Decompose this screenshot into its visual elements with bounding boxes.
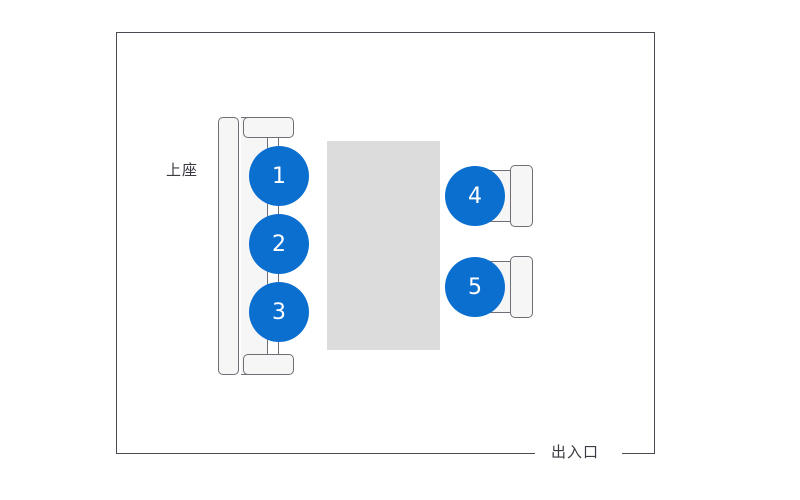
seat-badge-2[interactable]: 2 <box>249 214 309 274</box>
sofa-armrest-bottom <box>243 354 294 375</box>
chair-5-backrest <box>510 256 533 318</box>
room-wall-bottom-left <box>116 453 535 454</box>
room-wall-bottom-right <box>622 453 655 454</box>
room-wall-left <box>116 32 117 454</box>
kamiza-label: 上座 <box>166 161 199 179</box>
room-wall-top <box>116 32 655 33</box>
entrance-label: 出入口 <box>551 443 600 461</box>
room-wall-right <box>654 32 655 454</box>
seat-badge-4[interactable]: 4 <box>445 166 505 226</box>
seat-badge-3[interactable]: 3 <box>249 282 309 342</box>
seat-badge-5[interactable]: 5 <box>445 257 505 317</box>
chair-4-backrest <box>510 165 533 227</box>
table <box>327 141 440 350</box>
seat-badge-1[interactable]: 1 <box>249 146 309 206</box>
sofa-armrest-top <box>243 117 294 138</box>
sofa-backrest <box>218 117 239 375</box>
